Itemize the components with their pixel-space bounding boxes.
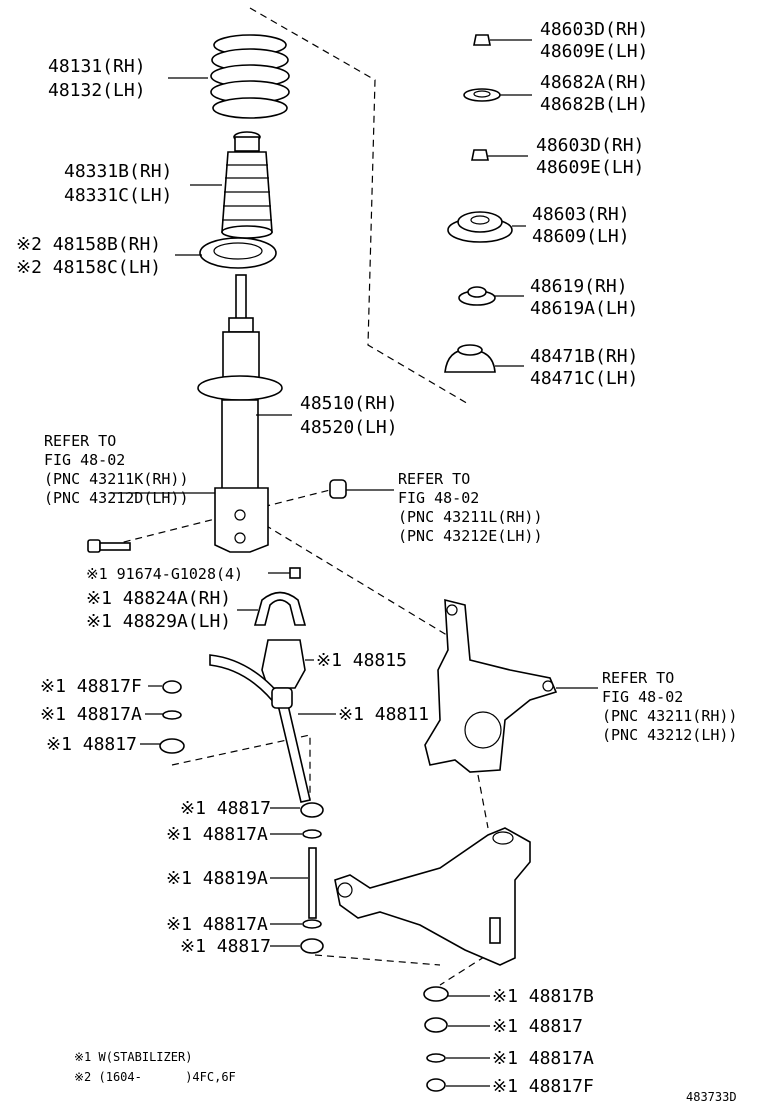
refer-knuckle-line-4: (PNC 43212(LH)) <box>602 726 737 744</box>
label-left-48817: ※1 48817 <box>46 734 137 755</box>
refer-nut-line-2: FIG 48-02 <box>398 489 479 507</box>
label-bound-stopper-rh: 48331B(RH) <box>64 161 172 182</box>
label-arm-48817b: ※1 48817B <box>492 986 594 1007</box>
label-support-rh: 48471B(RH) <box>530 346 638 367</box>
label-spacer-lh: 48619A(LH) <box>530 298 638 319</box>
label-left-48817a: ※1 48817A <box>40 704 142 725</box>
label-arm-48817: ※1 48817 <box>492 1016 583 1037</box>
refer-nut-line-4: (PNC 43212E(LH)) <box>398 527 543 545</box>
label-shock-absorber-rh: 48510(RH) <box>300 393 398 414</box>
label-link-48817a-bottom: ※1 48817A <box>166 914 268 935</box>
label-spring-insulator-lh: ※2 48158C(LH) <box>16 257 161 278</box>
footnote-date-range: ※2 (1604- )4FC,6F <box>74 1070 236 1084</box>
bolt-part <box>87 539 131 553</box>
label-mount-rh: 48603(RH) <box>532 204 630 225</box>
spring-insulator-part <box>199 237 277 269</box>
label-bushing-48815: ※1 48815 <box>316 650 407 671</box>
label-coil-spring-lh: 48132(LH) <box>48 80 146 101</box>
figure-id: 483733D <box>686 1090 737 1104</box>
label-support-lh: 48471C(LH) <box>530 368 638 389</box>
leader-lines <box>110 39 598 1087</box>
arm-bushings <box>423 986 449 1092</box>
left-bushings <box>159 680 185 754</box>
label-spring-insulator-rh: ※2 48158B(RH) <box>16 234 161 255</box>
label-bearing-rh: 48682A(RH) <box>540 72 648 93</box>
stabilizer-bar-part <box>209 654 311 803</box>
assembly-lines <box>111 7 496 986</box>
refer-knuckle-line-1: REFER TO <box>602 669 674 687</box>
label-spacer-rh: 48619(RH) <box>530 276 628 297</box>
label-nut-upper-rh: 48603D(RH) <box>540 19 648 40</box>
refer-knuckle-line-2: FIG 48-02 <box>602 688 683 706</box>
refer-knuckle-line-3: (PNC 43211(RH)) <box>602 707 737 725</box>
label-bracket-rh: ※1 48824A(RH) <box>86 588 231 609</box>
label-mount-lh: 48609(LH) <box>532 226 630 247</box>
refer-nut-line-3: (PNC 43211L(RH)) <box>398 508 543 526</box>
label-left-48817f: ※1 48817F <box>40 676 142 697</box>
steering-knuckle-part <box>424 598 558 773</box>
label-shock-absorber-lh: 48520(LH) <box>300 417 398 438</box>
part-labels: 48131(RH) 48132(LH) 48331B(RH) 48331C(LH… <box>16 19 737 1104</box>
shock-absorber-part <box>197 274 283 553</box>
label-nut-lower-rh: 48603D(RH) <box>536 135 644 156</box>
label-link-48817-top: ※1 48817 <box>180 798 271 819</box>
label-link-48819a: ※1 48819A <box>166 868 268 889</box>
label-bearing-lh: 48682B(LH) <box>540 94 648 115</box>
label-coil-spring-rh: 48131(RH) <box>48 56 146 77</box>
refer-bolt-line-4: (PNC 43212D(LH)) <box>44 489 189 507</box>
label-link-48817-bottom: ※1 48817 <box>180 936 271 957</box>
refer-bolt-line-2: FIG 48-02 <box>44 451 125 469</box>
stabilizer-link-parts <box>300 802 324 954</box>
label-bound-stopper-lh: 48331C(LH) <box>64 185 172 206</box>
label-bolt-91674: ※1 91674-G1028(4) <box>86 565 243 583</box>
bracket-part <box>253 567 307 689</box>
label-arm-48817a: ※1 48817A <box>492 1048 594 1069</box>
bound-stopper-part <box>221 131 273 239</box>
label-stabilizer-bar: ※1 48811 <box>338 704 429 725</box>
coil-spring-part <box>210 34 290 119</box>
mount-parts <box>444 34 513 373</box>
nut-part <box>329 479 347 499</box>
label-bracket-lh: ※1 48829A(LH) <box>86 611 231 632</box>
refer-bolt-line-3: (PNC 43211K(RH)) <box>44 470 189 488</box>
lower-arm-part <box>334 827 531 966</box>
refer-nut-line-1: REFER TO <box>398 470 470 488</box>
label-nut-upper-lh: 48609E(LH) <box>540 41 648 62</box>
footnote-stabilizer: ※1 W(STABILIZER) <box>74 1050 192 1064</box>
label-nut-lower-lh: 48609E(LH) <box>536 157 644 178</box>
refer-bolt-line-1: REFER TO <box>44 432 116 450</box>
label-arm-48817f: ※1 48817F <box>492 1076 594 1097</box>
label-link-48817a-top: ※1 48817A <box>166 824 268 845</box>
